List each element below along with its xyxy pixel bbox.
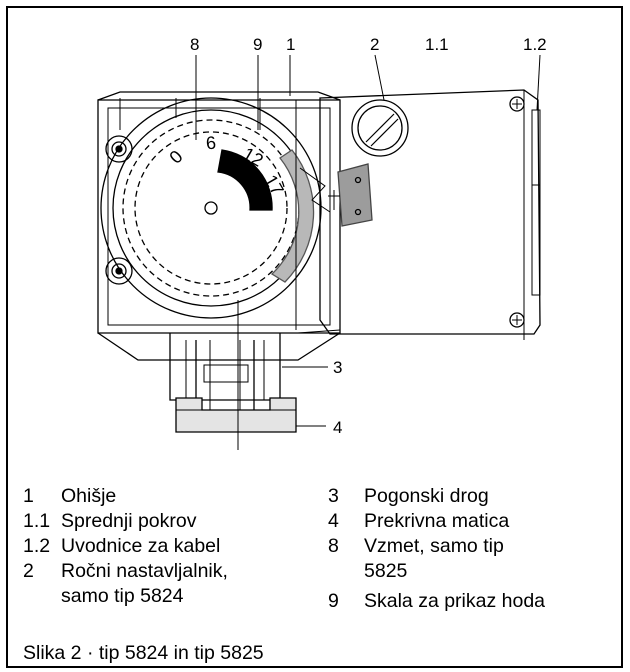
callout-8: 8 xyxy=(190,35,200,54)
cover-screw-top xyxy=(509,96,525,112)
callout-4: 4 xyxy=(333,418,343,437)
cover-screw-bottom xyxy=(509,312,525,328)
legend-item: 5825 xyxy=(328,560,608,584)
figure-frame xyxy=(6,6,623,668)
legend-number: 3 xyxy=(328,485,339,507)
callout-1: 1 xyxy=(286,35,296,54)
legend-text: Skala za prikaz hoda xyxy=(364,590,546,612)
legend-item: samo tip 5824 xyxy=(23,585,303,609)
legend-number: 8 xyxy=(328,535,339,557)
mount-screw-bottom xyxy=(105,257,133,285)
legend-text: 5825 xyxy=(364,560,408,582)
legend-item: 8 Vzmet, samo tip xyxy=(328,535,608,559)
legend-item: 1.1 Sprednji pokrov xyxy=(23,510,303,534)
legend-number: 9 xyxy=(328,590,339,612)
legend-number: 2 xyxy=(23,560,34,582)
legend-number: 4 xyxy=(328,510,339,532)
legend-item: 3 Pogonski drog xyxy=(328,485,608,509)
legend-text: Prekrivna matica xyxy=(364,510,510,532)
legend-text: Ohišje xyxy=(61,485,117,507)
legend-text: samo tip 5824 xyxy=(61,585,184,607)
legend-text: Sprednji pokrov xyxy=(61,510,197,532)
legend-item: 1.2 Uvodnice za kabel xyxy=(23,535,303,559)
callout-1-2: 1.2 xyxy=(523,35,547,54)
legend-item: 2 Ročni nastavljalnik, xyxy=(23,560,303,584)
callout-9: 9 xyxy=(253,35,263,54)
cable-gland-lower xyxy=(531,184,541,296)
legend-item: 4 Prekrivna matica xyxy=(328,510,608,534)
drive-stem xyxy=(195,340,255,416)
front-cover xyxy=(319,89,541,335)
callout-2: 2 xyxy=(370,35,380,54)
legend-item: 9 Skala za prikaz hoda xyxy=(328,590,608,614)
leader-2 xyxy=(374,54,385,101)
figure-caption: Slika 2 · tip 5824 in tip 5825 xyxy=(23,642,264,664)
leader-1-2 xyxy=(536,54,541,111)
spring-housing xyxy=(100,97,322,319)
callout-3: 3 xyxy=(333,358,343,377)
cover-nut xyxy=(175,397,297,433)
scale-label: 6 xyxy=(205,132,217,154)
legend-item: 1 Ohišje xyxy=(23,485,303,509)
manual-adjuster xyxy=(351,99,409,157)
legend-text: Ročni nastavljalnik, xyxy=(61,560,228,582)
legend-number: 1.1 xyxy=(23,510,51,532)
stroke-scale-band xyxy=(217,149,273,211)
legend-number: 1.2 xyxy=(23,535,51,557)
legend-text: Uvodnice za kabel xyxy=(61,535,221,557)
callout-1-1: 1.1 xyxy=(425,35,449,54)
spring-plate xyxy=(337,163,373,227)
legend-text: Pogonski drog xyxy=(364,485,489,507)
legend-number: 1 xyxy=(23,485,34,507)
legend-text: Vzmet, samo tip xyxy=(364,535,504,557)
